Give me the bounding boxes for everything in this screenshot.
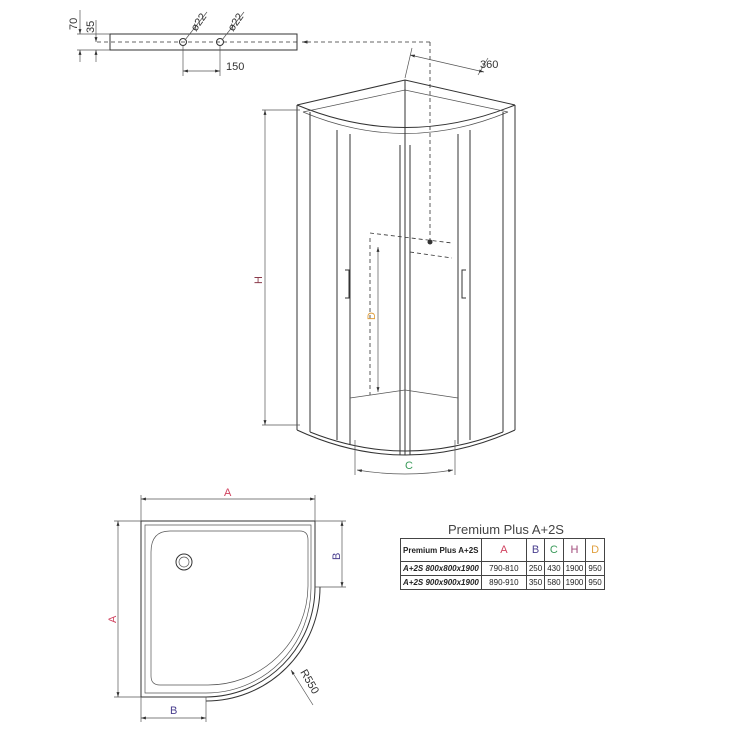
tray-outline	[140, 520, 316, 698]
header-c: C	[544, 538, 564, 562]
header-b: B	[525, 538, 546, 562]
label-b-right: B	[331, 553, 343, 560]
cell-h: 1900	[562, 561, 587, 576]
label-h: H	[253, 276, 265, 284]
cell-h: 1900	[562, 575, 587, 590]
dim-150: 150	[226, 61, 244, 73]
header-d: D	[585, 538, 605, 562]
table-header-row: Premium Plus A+2S A B C H D	[400, 538, 605, 562]
cell-model: A+2S 900x900x1900	[400, 575, 482, 590]
label-a-left: A	[107, 615, 119, 623]
dim-360: 360	[480, 59, 498, 71]
dim-35: 35	[85, 21, 97, 33]
label-b-bottom: B	[170, 705, 177, 717]
header-h: H	[562, 538, 587, 562]
label-a-top: A	[224, 487, 232, 499]
cell-b: 350	[525, 575, 546, 590]
drain-icon	[175, 553, 193, 571]
cell-b: 250	[525, 561, 546, 576]
shower-plan: A A B B R550	[107, 487, 346, 722]
table-title: Premium Plus A+2S	[448, 522, 564, 537]
dim-70: 70	[68, 18, 80, 30]
table-row: A+2S 900x900x1900 890-910 350 580 1900 9…	[400, 575, 605, 590]
header-model: Premium Plus A+2S	[400, 538, 482, 562]
dimensions-table: Premium Plus A+2S A B C H D A+2S 800x800…	[400, 538, 605, 590]
cell-d: 950	[585, 575, 605, 590]
hole-1	[179, 38, 187, 46]
cell-a: 890-910	[480, 575, 527, 590]
label-d: D	[366, 312, 378, 320]
hole-2-diameter: ø22	[226, 11, 247, 33]
cell-a: 790-810	[480, 561, 527, 576]
cell-c: 580	[544, 575, 564, 590]
label-c: C	[405, 460, 413, 472]
hole-2	[216, 38, 224, 46]
door-handles	[345, 269, 466, 299]
table-row: A+2S 800x800x1900 790-810 250 430 1900 9…	[400, 561, 605, 576]
cell-model: A+2S 800x800x1900	[400, 561, 482, 576]
cell-d: 950	[585, 561, 605, 576]
cell-c: 430	[544, 561, 564, 576]
header-a: A	[480, 538, 527, 562]
shower-elevation: H D C 360	[253, 47, 516, 475]
label-r550: R550	[297, 668, 321, 697]
pipe-detail: 70 35 ø22 ø22 150	[68, 10, 431, 240]
hole-1-diameter: ø22	[189, 11, 210, 33]
